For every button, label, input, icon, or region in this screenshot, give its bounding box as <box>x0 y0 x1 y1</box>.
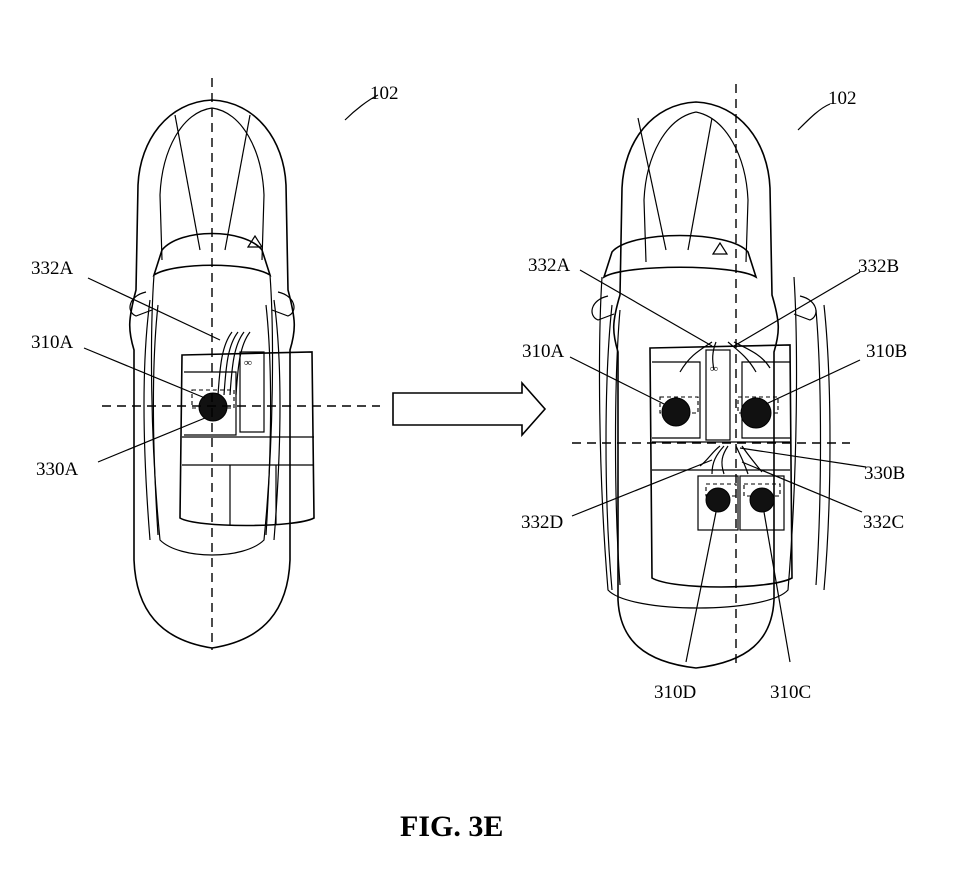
right-label-332A: 332A <box>528 255 571 276</box>
right-ref-102: 102 <box>828 88 857 109</box>
right-car-body <box>614 102 779 668</box>
right-windshield <box>604 236 756 278</box>
svg-text:∞: ∞ <box>244 357 252 369</box>
right-label-310D: 310D <box>654 682 696 703</box>
right-vehicle: ∞ <box>521 84 907 703</box>
right-device-310C <box>750 488 774 512</box>
transition-arrow <box>393 383 545 435</box>
left-label-330A: 330A <box>36 459 79 480</box>
right-label-310C: 310C <box>770 682 811 703</box>
left-label-310A: 310A <box>31 332 74 353</box>
right-label-310A: 310A <box>522 341 565 362</box>
right-triangle-icon <box>713 243 727 254</box>
right-label-310B: 310B <box>866 341 907 362</box>
right-device-310B <box>741 398 771 428</box>
left-cabin-interior <box>180 352 314 526</box>
right-label-332C: 332C <box>863 512 904 533</box>
right-label-332D: 332D <box>521 512 563 533</box>
figure-caption: FIG. 3E <box>400 810 503 843</box>
left-vehicle: ∞ 102 332A 310A 330A <box>31 78 399 650</box>
right-device-310A <box>662 398 690 426</box>
left-label-332A: 332A <box>31 258 74 279</box>
right-device-310D <box>706 488 730 512</box>
right-label-330B: 330B <box>864 463 905 484</box>
left-ref-102: 102 <box>370 83 399 104</box>
right-label-332B: 332B <box>858 256 899 277</box>
